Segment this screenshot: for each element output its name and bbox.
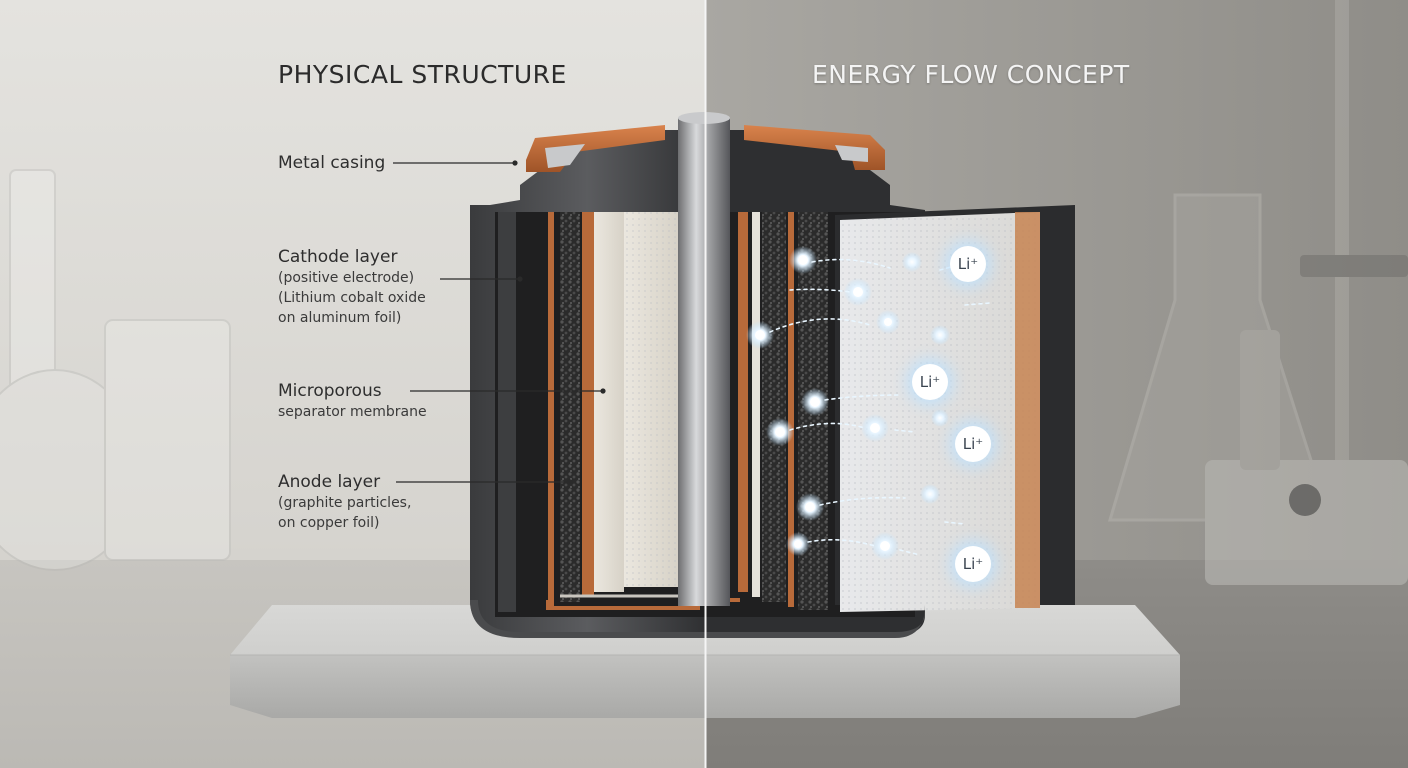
label-separator-title: Microporous — [278, 381, 382, 401]
lithium-ion-text: Li⁺ — [919, 373, 941, 391]
lithium-ion-text: Li⁺ — [957, 255, 979, 273]
background-glassware-left — [0, 169, 231, 571]
lithium-ion-text: Li⁺ — [962, 555, 984, 573]
separator-left — [594, 212, 624, 592]
ion-flow-particles — [746, 246, 991, 560]
label-cathode-line-1: (positive electrode) — [278, 270, 415, 286]
lithium-ion-badge: Li⁺ — [955, 426, 991, 462]
casing-inner-wall — [498, 212, 516, 612]
label-metal-casing-title: Metal casing — [278, 153, 386, 173]
label-anode-layer: Anode layer (graphite particles, on copp… — [278, 471, 411, 533]
label-anode-line-2: on copper foil) — [278, 515, 380, 531]
lithium-ion-badge: Li⁺ — [955, 546, 991, 582]
label-separator-line-1: separator membrane — [278, 404, 427, 420]
label-anode-line-1: (graphite particles, — [278, 495, 412, 511]
label-metal-casing: Metal casing — [278, 152, 385, 174]
label-cathode-layer: Cathode layer (positive electrode) (Lith… — [278, 246, 426, 328]
lithium-ion-badge: Li⁺ — [912, 364, 948, 400]
background-equipment-right — [1107, 0, 1408, 585]
title-physical-structure: PHYSICAL STRUCTURE — [278, 60, 567, 89]
title-energy-flow: ENERGY FLOW CONCEPT — [812, 60, 1130, 89]
graphite-anode-left — [560, 212, 580, 602]
label-anode-title: Anode layer — [278, 472, 381, 492]
lithium-ion-text: Li⁺ — [962, 435, 984, 453]
label-cathode-title: Cathode layer — [278, 247, 398, 267]
lithium-ion-badge: Li⁺ — [950, 246, 986, 282]
label-cathode-line-2: (Lithium cobalt oxide — [278, 290, 426, 306]
central-rod — [678, 118, 730, 606]
label-separator: Microporous separator membrane — [278, 380, 427, 422]
leader-lines — [393, 160, 606, 485]
label-cathode-line-3: on aluminum foil) — [278, 310, 402, 326]
